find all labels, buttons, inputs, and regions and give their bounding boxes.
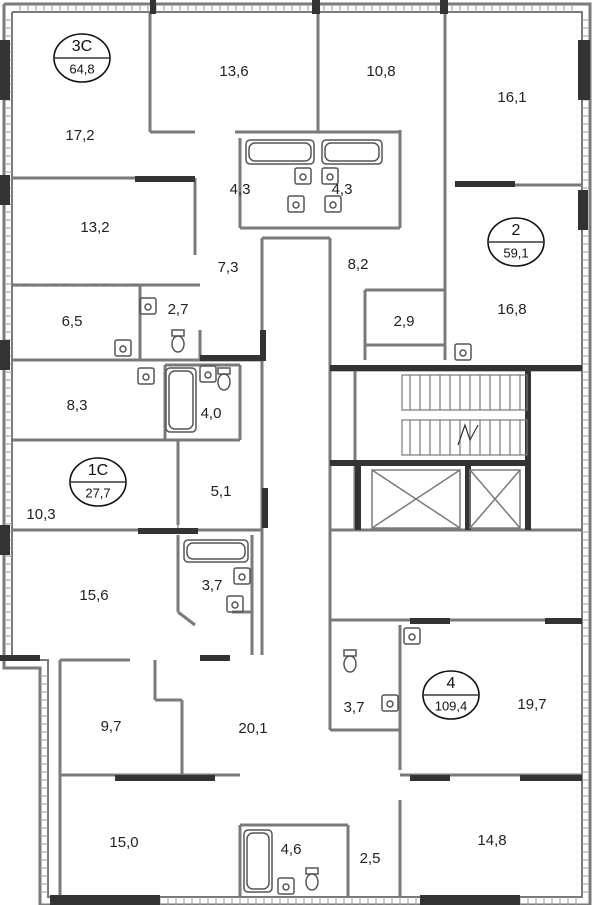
room-labels: 13,6 10,8 16,1 17,2 4,3 4,3 13,2 8,2 7,3 2,9 16,8 6… (26, 63, 546, 867)
unit-number: 1C (88, 462, 108, 479)
unit-number: 2 (512, 222, 521, 239)
room-area-label: 16,1 (497, 89, 526, 106)
elevator-shafts (371, 469, 521, 529)
room-area-label: 5,1 (211, 483, 232, 500)
room-area-label: 13,2 (80, 219, 109, 236)
room-area-label: 14,8 (477, 832, 506, 849)
room-area-label: 4,6 (281, 841, 302, 858)
unit-number: 3C (72, 38, 92, 55)
unit-number: 4 (447, 675, 456, 692)
floor-plan-labels: 13,6 10,8 16,1 17,2 4,3 4,3 13,2 8,2 7,3 2,9 16,8 6… (26, 33, 547, 867)
room-area-label: 10,8 (366, 63, 395, 80)
room-area-label: 8,2 (348, 256, 369, 273)
unit-total-area: 59,1 (503, 245, 528, 260)
room-area-label: 3,7 (344, 699, 365, 716)
room-area-label: 4,0 (201, 405, 222, 422)
dashed-partitions (12, 285, 179, 528)
room-area-label: 2,7 (168, 301, 189, 318)
stairwell (401, 374, 528, 456)
room-area-label: 4,3 (230, 181, 251, 198)
room-area-label: 10,3 (26, 506, 55, 523)
room-area-label: 13,6 (219, 63, 248, 80)
room-area-label: 6,5 (62, 313, 83, 330)
room-area-label: 2,5 (360, 850, 381, 867)
room-area-label: 19,7 (517, 696, 546, 713)
room-area-label: 7,3 (218, 259, 239, 276)
unit-total-area: 27,7 (85, 485, 110, 500)
room-area-label: 15,0 (109, 834, 138, 851)
unit-badge: 3C 64,8 (53, 33, 111, 83)
room-area-label: 4,3 (332, 181, 353, 198)
unit-badge: 1C 27,7 (69, 457, 127, 507)
room-area-label: 17,2 (65, 127, 94, 144)
floor-plan-fixtures (114, 139, 472, 895)
room-area-label: 2,9 (394, 313, 415, 330)
unit-badge: 259,1 (487, 217, 545, 267)
unit-total-area: 109,4 (435, 698, 468, 713)
room-area-label: 20,1 (238, 720, 267, 737)
room-area-label: 8,3 (67, 397, 88, 414)
room-area-label: 16,8 (497, 301, 526, 318)
room-area-label: 3,7 (202, 577, 223, 594)
room-area-label: 9,7 (101, 718, 122, 735)
unit-total-area: 64,8 (69, 61, 94, 76)
unit-badge: 4 109,4 (422, 670, 480, 720)
room-area-label: 15,6 (79, 587, 108, 604)
